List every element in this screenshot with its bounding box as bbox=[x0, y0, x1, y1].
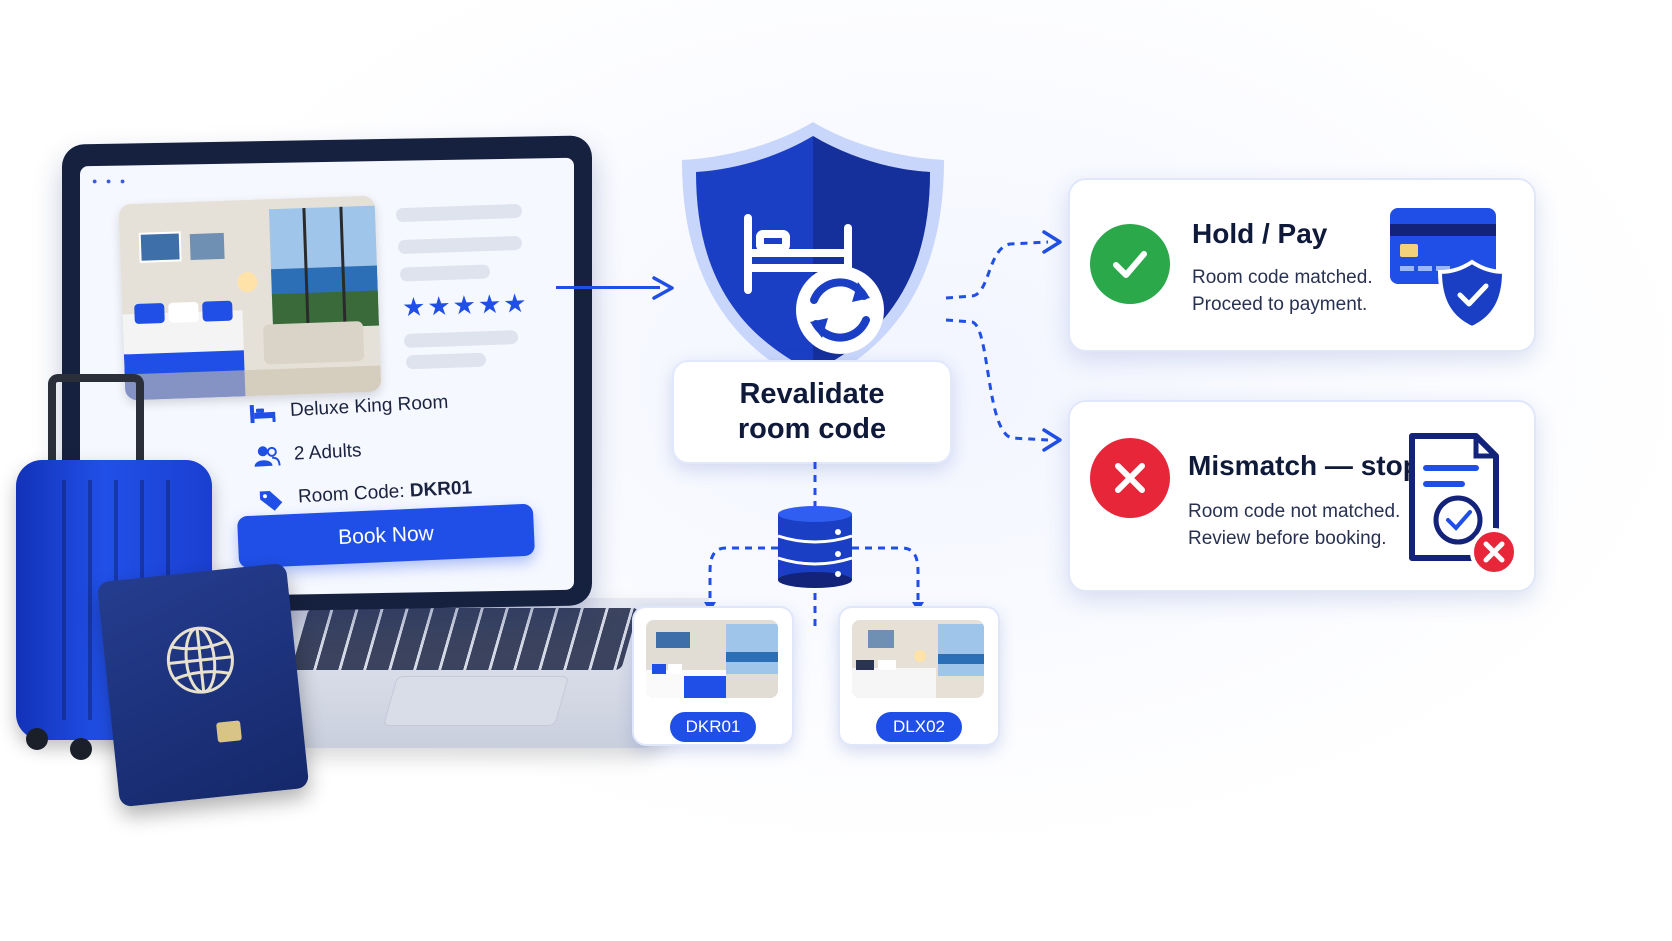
document-error-icon bbox=[1409, 433, 1518, 576]
inventory-room-photo bbox=[852, 620, 984, 698]
x-icon bbox=[1090, 438, 1170, 518]
revalidate-title-line1: Revalidate bbox=[739, 378, 885, 410]
credit-card-shield-icon bbox=[1390, 208, 1507, 331]
room-code-pill: DKR01 bbox=[670, 712, 756, 742]
users-icon bbox=[254, 446, 281, 467]
shield-icon bbox=[682, 122, 944, 386]
check-icon bbox=[1090, 224, 1170, 304]
flow-arrow-line bbox=[556, 286, 660, 289]
revalidate-step: Revalidate room code bbox=[672, 360, 952, 464]
database-icon bbox=[777, 506, 853, 588]
room-code-row: Room Code: DKR01 bbox=[256, 476, 473, 511]
chip-icon bbox=[216, 720, 242, 743]
room-code-pill: DLX02 bbox=[876, 712, 962, 742]
failure-title: Mismatch — stop bbox=[1188, 450, 1420, 481]
tag-icon bbox=[259, 490, 283, 511]
globe-icon bbox=[166, 626, 234, 694]
bed-icon bbox=[249, 404, 276, 424]
revalidate-title-line2: room code bbox=[737, 413, 887, 445]
failure-line1: Room code not matched. bbox=[1188, 501, 1401, 522]
suitcase-handle bbox=[48, 374, 144, 492]
passport bbox=[96, 562, 310, 808]
inventory-card-dkr01: DKR01 bbox=[632, 606, 794, 746]
inventory-room-photo bbox=[646, 620, 778, 698]
success-line2: Proceed to payment. bbox=[1192, 294, 1368, 315]
outcome-card-failure: Mismatch — stop Room code not matched. R… bbox=[1068, 400, 1536, 592]
window-dots: ● ● ● bbox=[92, 176, 129, 186]
success-title: Hold / Pay bbox=[1192, 218, 1328, 249]
outcome-card-success: Hold / Pay Room code matched. Proceed to… bbox=[1068, 178, 1536, 352]
failure-line2: Review before booking. bbox=[1188, 528, 1387, 549]
guests-row: 2 Adults bbox=[251, 439, 362, 469]
hotel-room-photo bbox=[118, 195, 382, 401]
suitcase-wheel bbox=[70, 738, 92, 760]
success-line1: Room code matched. bbox=[1192, 267, 1373, 288]
suitcase-wheel bbox=[26, 728, 48, 750]
inventory-card-dlx02: DLX02 bbox=[838, 606, 1000, 746]
arrow-head-icon bbox=[652, 276, 674, 300]
room-name-row: Deluxe King Room bbox=[248, 391, 449, 425]
